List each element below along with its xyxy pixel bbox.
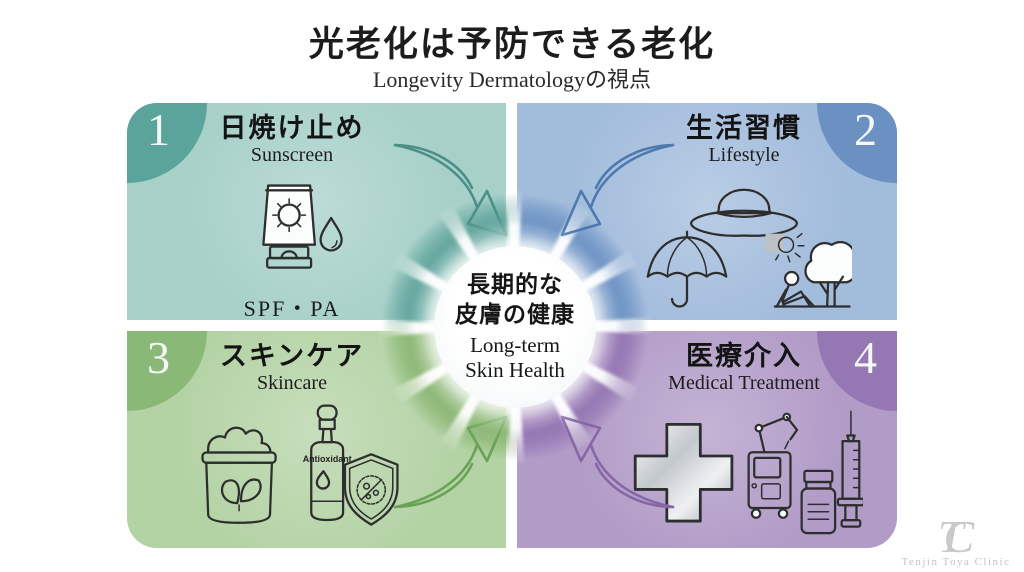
page-title: 光老化は予防できる老化	[308, 25, 716, 64]
quadrant-content: 医療介入 Medical Treatment	[579, 331, 897, 548]
clinic-monogram-icon: TC	[937, 511, 974, 562]
quadrant-number: 1	[147, 104, 170, 155]
center-goal-jp: 長期的な 皮膚の健康	[455, 272, 575, 328]
quadrant-title-en: Sunscreen	[250, 144, 334, 167]
medical-cross-laser-vial-syringe-icon	[625, 400, 866, 543]
clinic-name: Tenjin Toya Clinic	[901, 556, 1011, 568]
quadrant-title-jp: 生活習慣	[686, 113, 802, 143]
quadrant-title-jp: 日焼け止め	[219, 113, 365, 143]
quadrant-number: 4	[854, 332, 877, 383]
center-goal-circle: 長期的な 皮膚の健康 Long-term Skin Health	[434, 246, 596, 408]
quadrant-title-jp: スキンケア	[219, 341, 365, 371]
quadrant-title-en: Skincare	[257, 372, 327, 395]
arrow-skincare-to-center-icon	[388, 408, 516, 516]
cream-jar-serum-shield-icon: Antioxidant	[180, 400, 405, 539]
quadrant-number: 3	[147, 332, 170, 383]
center-goal-en: Long-term Skin Health	[465, 333, 565, 383]
number-badge-2: 2	[817, 103, 897, 183]
sunscreen-tube-droplet-icon	[230, 172, 354, 289]
quadrant-content: スキンケア Skincare	[127, 331, 457, 548]
quadrant-content: 生活習慣 Lifestyle	[579, 103, 897, 320]
sun-hat-umbrella-shade-person-tree-icon	[636, 172, 860, 319]
quadrant-content: 日焼け止め Sunscreen	[127, 103, 457, 320]
quadrant-title-en: Lifestyle	[708, 144, 780, 167]
arrow-medical-to-center-icon	[552, 408, 680, 516]
arrow-lifestyle-to-center-icon	[552, 136, 680, 244]
quadrant-number: 2	[854, 104, 877, 155]
spf-pa-note: SPF・PA	[243, 296, 341, 320]
quadrant-title-en: Medical Treatment	[668, 372, 820, 395]
quadrant-title-jp: 医療介入	[686, 341, 802, 371]
quadrant-grid: 1 日焼け止め Sunscreen	[127, 103, 897, 548]
page-subtitle: Longevity Dermatologyの視点	[372, 67, 651, 92]
antioxidant-label: Antioxidant	[302, 454, 351, 464]
arrow-sunscreen-to-center-icon	[388, 136, 516, 244]
clinic-logo: TC Tenjin Toya Clinic	[896, 511, 1016, 569]
